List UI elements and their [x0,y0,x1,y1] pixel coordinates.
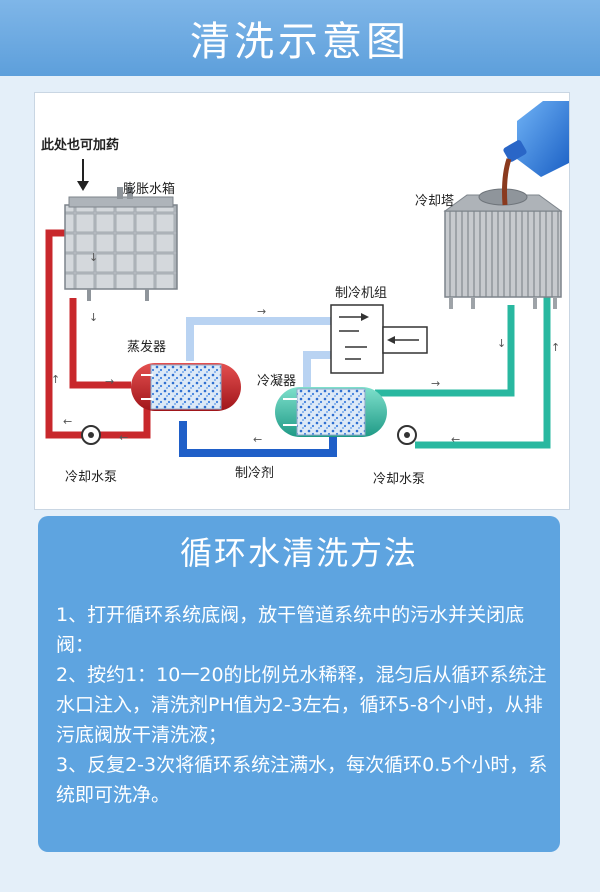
pump-left [81,425,101,445]
svg-text:↓: ↓ [497,337,506,350]
method-steps: 1、打开循环系统底阀，放干管道系统中的污水并关闭底阀： 2、按约1：10一20的… [56,600,548,810]
label-condenser: 冷凝器 [257,373,296,389]
method-step: 2、按约1：10一20的比例兑水稀释，混匀后从循环系统注水口注入，清洗剂PH值为… [56,664,547,746]
condenser [275,387,387,437]
label-pump-right: 冷却水泵 [373,472,425,487]
cooling-tower [443,188,563,309]
label-evaporator: 蒸发器 [127,339,166,355]
evaporator [131,363,241,411]
label-expansion-tank: 膨胀水箱 [123,181,175,197]
chemical-bottle [502,101,569,206]
cleaning-diagram: ↓ ↓ ↑ → ← ← → ← → ← ↓ ↑ 此处也可加药 膨胀水箱 冷却塔 … [34,92,570,510]
svg-text:↓: ↓ [89,311,98,324]
label-refrigerant: 制冷剂 [235,466,274,481]
method-step: 1、打开循环系统底阀，放干管道系统中的污水并关闭底阀： [56,604,525,656]
label-cooling-tower: 冷却塔 [415,194,454,209]
svg-text:→: → [431,377,440,390]
label-add-chemical: 此处也可加药 [41,137,119,153]
svg-text:←: ← [63,415,72,428]
method-step: 3、反复2-3次将循环系统注满水，每次循环0.5个小时，系统即可洗净。 [56,754,548,806]
svg-text:↑: ↑ [51,373,60,386]
method-title: 循环水清洗方法 [179,534,418,572]
page-title: 清洗示意图 [190,19,410,65]
flow-arrows: ↓ ↓ ↑ → ← ← → ← → ← ↓ ↑ [51,251,560,446]
svg-text:→: → [257,305,266,318]
svg-text:↓: ↓ [89,251,98,264]
svg-text:→: → [105,375,114,388]
svg-text:←: ← [119,431,128,444]
refrigerant-pipe [179,317,337,457]
pump-right [397,425,417,445]
expansion-tank [64,187,178,301]
label-pump-left: 冷却水泵 [65,470,117,485]
header-banner: 清洗示意图 [0,0,600,76]
svg-text:←: ← [451,433,460,446]
method-panel: 循环水清洗方法 1、打开循环系统底阀，放干管道系统中的污水并关闭底阀： 2、按约… [38,516,560,852]
svg-text:↑: ↑ [551,341,560,354]
chilled-water-pipe [45,229,151,439]
cooling-water-pipe [375,295,551,449]
add-chemical-arrow [77,159,89,191]
chiller-unit [330,304,428,374]
label-chiller-unit: 制冷机组 [335,286,387,301]
svg-text:←: ← [253,433,262,446]
